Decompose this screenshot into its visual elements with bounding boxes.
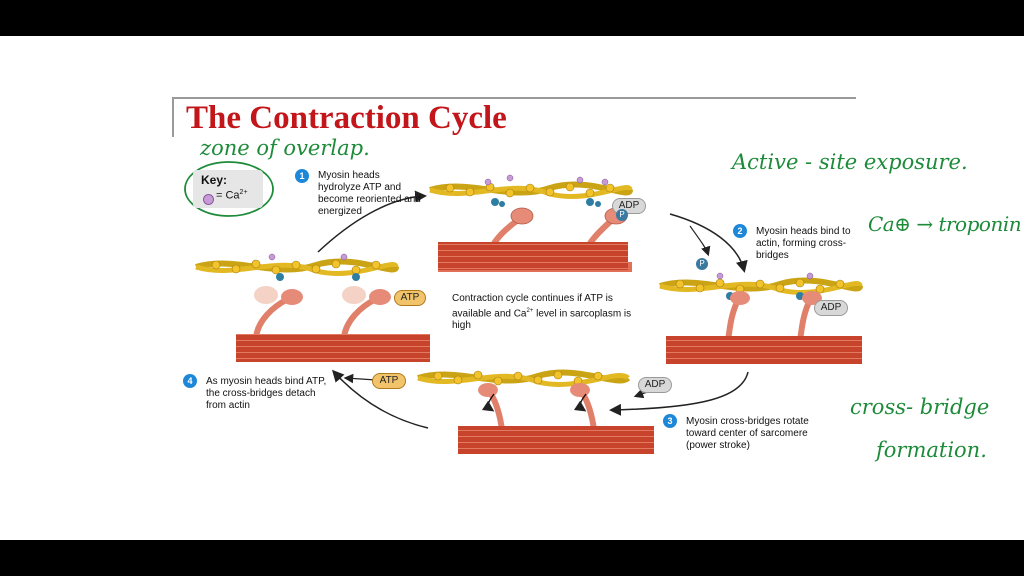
top-letterbox [0, 0, 1024, 36]
adp-pill-step2: ADP [814, 300, 848, 316]
step-2-badge: 2 [733, 224, 747, 238]
myosin-head [570, 383, 590, 397]
cycle-arrow-4-to-1 [317, 190, 427, 253]
thin-filament [429, 174, 633, 207]
step-3-badge: 3 [663, 414, 677, 428]
cycle-condition-part1: Contraction cycle continues if ATP is av… [452, 293, 613, 320]
step-4-badge: 4 [183, 374, 197, 388]
muscle-fiber-1 [438, 242, 628, 270]
title-rule [172, 97, 856, 99]
step-1-badge: 1 [295, 169, 309, 183]
myosin-head [478, 383, 498, 397]
detached-head-ghost [342, 286, 366, 304]
cycle-arrow-1-to-2 [669, 213, 748, 273]
myosin-head [730, 291, 750, 305]
myosin-neck [725, 298, 741, 343]
calcium-icon [203, 194, 214, 205]
cycle-arrow-3-to-4 [331, 369, 429, 429]
myosin-neck [797, 298, 813, 343]
detached-head-ghost [254, 286, 278, 304]
step-4-text: As myosin heads bind ATP, the cross-brid… [206, 376, 327, 411]
handwritten-zone-of-overlap: zone of overlap. [200, 136, 370, 160]
slide-title: The Contraction Cycle [186, 100, 507, 136]
step-2-text: Myosin heads bind to actin, forming cros… [756, 226, 851, 261]
phosphate-icon-released: P [696, 258, 708, 270]
cycle-arrow-2-to-3 [609, 371, 749, 416]
atp-pill-binding: ATP [372, 373, 406, 389]
myosin-head [510, 207, 534, 225]
myosin-neck [341, 296, 378, 338]
handwritten-active-site-exposure: Active - site exposure. [732, 150, 968, 174]
key-label: Key: [201, 173, 228, 187]
myosin-neck [253, 296, 290, 338]
key-calcium-charge: 2+ [239, 189, 248, 196]
muscle-fiber-4 [236, 334, 430, 362]
panel-step-3 [417, 369, 631, 431]
key-box: Key: = Ca2+ [193, 170, 263, 208]
key-calcium-label: = Ca [216, 189, 240, 202]
myosin-head [369, 289, 391, 305]
bottom-letterbox [0, 540, 1024, 576]
key-calcium-text: = Ca2+ [216, 189, 248, 202]
phosphate-release-arrow [689, 225, 711, 257]
power-stroke-arrow [573, 393, 587, 412]
cycle-condition-charge: 2+ [526, 308, 534, 314]
muscle-fiber-3 [458, 426, 654, 454]
muscle-fiber-2 [666, 336, 862, 364]
step-3-text: Myosin cross-bridges rotate toward cente… [686, 416, 809, 451]
atp-pill-step4: ATP [394, 290, 426, 306]
key-circle-handwritten [184, 161, 274, 217]
atp-binding-arrow [343, 373, 377, 384]
handwritten-ca-troponin: Ca⊕ → troponin [868, 212, 1022, 236]
step-1-text: Myosin heads hydrolyze ATP and become re… [318, 170, 421, 217]
handwritten-cross-bridge: cross- bridge [850, 395, 990, 419]
adp-pill-released: ADP [638, 377, 672, 393]
phosphate-icon-step1: P [616, 209, 628, 221]
cycle-condition-part2: level in sarcoplasm is high [452, 308, 632, 332]
cycle-condition-text: Contraction cycle continues if ATP is av… [452, 293, 632, 332]
handwritten-formation: formation. [876, 438, 987, 462]
panel-step-4 [195, 253, 399, 338]
myosin-head [281, 289, 303, 305]
title-vertical-rule [172, 97, 174, 137]
power-stroke-arrow [481, 393, 495, 412]
